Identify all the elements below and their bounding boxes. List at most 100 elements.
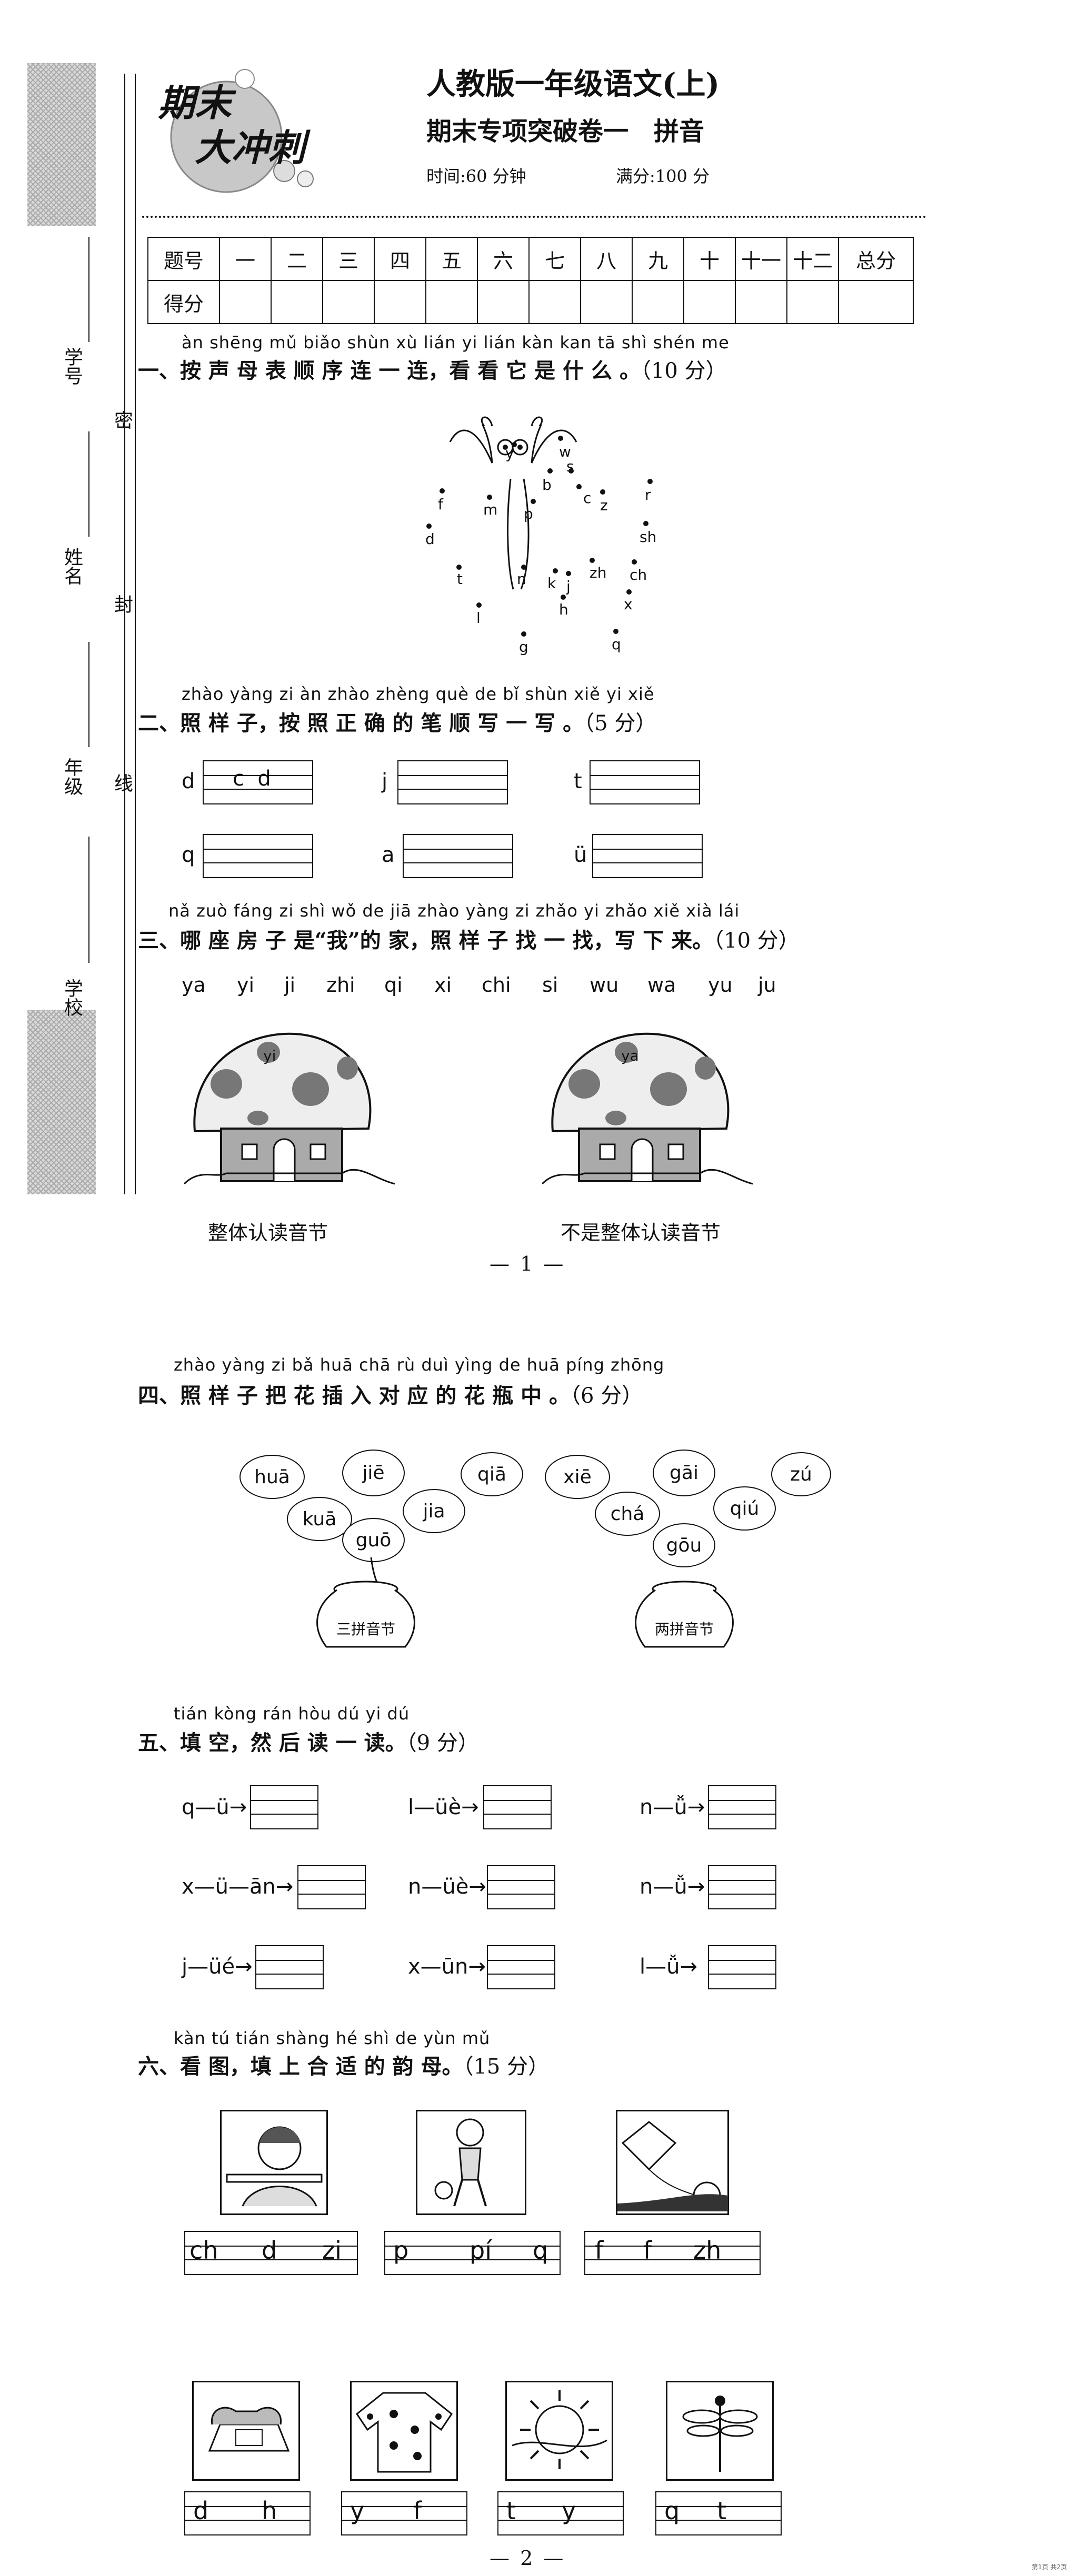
q2-writing-box[interactable] bbox=[397, 760, 508, 804]
q6-hint: ch bbox=[189, 2236, 218, 2265]
q6-hint: f bbox=[643, 2236, 652, 2265]
dot[interactable] bbox=[590, 558, 595, 563]
q2-letter: d bbox=[182, 769, 195, 793]
dot[interactable] bbox=[476, 602, 482, 608]
flower-cloud[interactable]: huā bbox=[239, 1455, 305, 1499]
flower-cloud[interactable]: kuā bbox=[287, 1497, 352, 1541]
dot[interactable] bbox=[613, 629, 618, 634]
dot[interactable] bbox=[512, 442, 517, 447]
q2-pinyin: zhào yàng zi àn zhào zhèng què de bǐ shù… bbox=[182, 684, 655, 704]
score-table-cell: 十一 bbox=[735, 237, 787, 281]
dot[interactable] bbox=[647, 479, 653, 484]
dot-label: h bbox=[559, 601, 568, 618]
dot[interactable] bbox=[521, 565, 526, 570]
flower-cloud[interactable]: gāi bbox=[653, 1450, 715, 1496]
boy-flute-icon bbox=[226, 2126, 323, 2207]
score-input-cell[interactable] bbox=[477, 280, 530, 324]
flower-cloud[interactable]: jia bbox=[403, 1489, 465, 1533]
page-number-2: — 2 — bbox=[490, 2547, 566, 2570]
q2-writing-box[interactable] bbox=[592, 834, 703, 878]
q3-syllable: xi bbox=[434, 973, 452, 997]
dot[interactable] bbox=[561, 595, 566, 600]
q6-hint: zi bbox=[322, 2236, 342, 2265]
score-input-cell[interactable] bbox=[786, 280, 839, 324]
header-divider bbox=[142, 216, 926, 218]
dot[interactable] bbox=[531, 499, 536, 504]
flower-cloud[interactable]: chá bbox=[595, 1492, 660, 1536]
flower-cloud[interactable]: xiē bbox=[545, 1455, 610, 1499]
q3-house-1[interactable]: yi bbox=[183, 1021, 405, 1194]
q1-title-text: 一、按 声 母 表 顺 序 连 一 连，看 看 它 是 什 么 。 bbox=[138, 358, 641, 383]
mushroom-house-2-graphic bbox=[541, 1032, 753, 1185]
dot-label: ch bbox=[630, 566, 647, 583]
q2-writing-box[interactable] bbox=[203, 834, 313, 878]
q6-writing-line[interactable]: q t bbox=[655, 2491, 782, 2535]
q6-writing-line[interactable]: f f zh bbox=[584, 2231, 761, 2275]
q5-answer-box[interactable] bbox=[483, 1785, 552, 1829]
score-input-cell[interactable] bbox=[271, 280, 323, 324]
q5-answer-box[interactable] bbox=[708, 1945, 776, 1989]
dot[interactable] bbox=[547, 468, 553, 474]
flower-cloud[interactable]: qiú bbox=[713, 1486, 776, 1531]
dot[interactable] bbox=[440, 488, 445, 494]
score-input-cell[interactable] bbox=[838, 280, 914, 324]
q6-hint: t bbox=[717, 2497, 727, 2525]
score-input-cell[interactable] bbox=[683, 280, 736, 324]
q6-writing-line[interactable]: d h bbox=[184, 2491, 311, 2535]
dot-label: d bbox=[425, 530, 435, 548]
dot-label: z bbox=[600, 497, 608, 514]
q6-writing-line[interactable]: y f bbox=[341, 2491, 467, 2535]
q5-answer-box[interactable] bbox=[250, 1785, 318, 1829]
dot[interactable] bbox=[626, 589, 632, 595]
sidebar-line-2 bbox=[135, 74, 136, 1194]
score-input-cell[interactable] bbox=[632, 280, 684, 324]
dot[interactable] bbox=[600, 489, 605, 495]
q6-writing-line[interactable]: ch d zi bbox=[184, 2231, 358, 2275]
q3-syllable: wa bbox=[647, 973, 676, 997]
q5-formula: n—ǚ→ bbox=[640, 1875, 705, 1899]
score-input-cell[interactable] bbox=[374, 280, 426, 324]
q5-title: 五、填 空，然 后 读 一 读。（9 分） bbox=[138, 1726, 479, 1756]
flower-cloud[interactable]: gōu bbox=[653, 1523, 715, 1567]
dot[interactable] bbox=[566, 571, 571, 576]
mushroom-house-1-graphic bbox=[183, 1032, 395, 1185]
dot[interactable] bbox=[487, 495, 492, 500]
score-table-cell: 十二 bbox=[786, 237, 839, 281]
score-input-cell[interactable] bbox=[528, 280, 581, 324]
dot[interactable] bbox=[553, 568, 558, 573]
score-input-cell[interactable] bbox=[735, 280, 787, 324]
q6-writing-line[interactable]: p pí q bbox=[384, 2231, 561, 2275]
q2-example: c d bbox=[233, 767, 271, 791]
q5-answer-box[interactable] bbox=[708, 1865, 776, 1909]
dot[interactable] bbox=[568, 468, 574, 474]
q2-letter: q bbox=[182, 843, 195, 867]
q5-answer-box[interactable] bbox=[297, 1865, 366, 1909]
q2-writing-box[interactable] bbox=[403, 834, 513, 878]
q2-writing-box[interactable] bbox=[590, 760, 700, 804]
dot[interactable] bbox=[632, 559, 637, 565]
dot[interactable] bbox=[426, 524, 432, 529]
dot[interactable] bbox=[521, 631, 526, 637]
q5-answer-box[interactable] bbox=[487, 1865, 555, 1909]
score-input-cell[interactable] bbox=[322, 280, 375, 324]
flower-cloud[interactable]: qiā bbox=[461, 1452, 523, 1496]
q3-house-2[interactable]: ya bbox=[541, 1021, 763, 1194]
score-input-cell[interactable] bbox=[580, 280, 633, 324]
flower-cloud[interactable]: zú bbox=[771, 1452, 831, 1496]
score-input-cell[interactable] bbox=[425, 280, 478, 324]
dot[interactable] bbox=[558, 436, 563, 441]
flower-cloud[interactable]: jiē bbox=[342, 1450, 405, 1496]
dot[interactable] bbox=[643, 521, 648, 526]
dot[interactable] bbox=[456, 565, 462, 570]
q5-answer-box[interactable] bbox=[708, 1785, 776, 1829]
flower-cloud[interactable]: guō bbox=[342, 1518, 405, 1562]
dot-label: f bbox=[438, 496, 443, 513]
dot[interactable] bbox=[576, 484, 582, 489]
exam-full-score: 满分:100 分 bbox=[616, 166, 710, 186]
q2-writing-box[interactable]: c d bbox=[203, 760, 313, 804]
q5-answer-box[interactable] bbox=[255, 1945, 324, 1989]
q6-writing-line[interactable]: t y bbox=[497, 2491, 624, 2535]
q5-answer-box[interactable] bbox=[487, 1945, 555, 1989]
score-input-cell[interactable] bbox=[219, 280, 272, 324]
q3-syllable: yi bbox=[237, 973, 255, 997]
